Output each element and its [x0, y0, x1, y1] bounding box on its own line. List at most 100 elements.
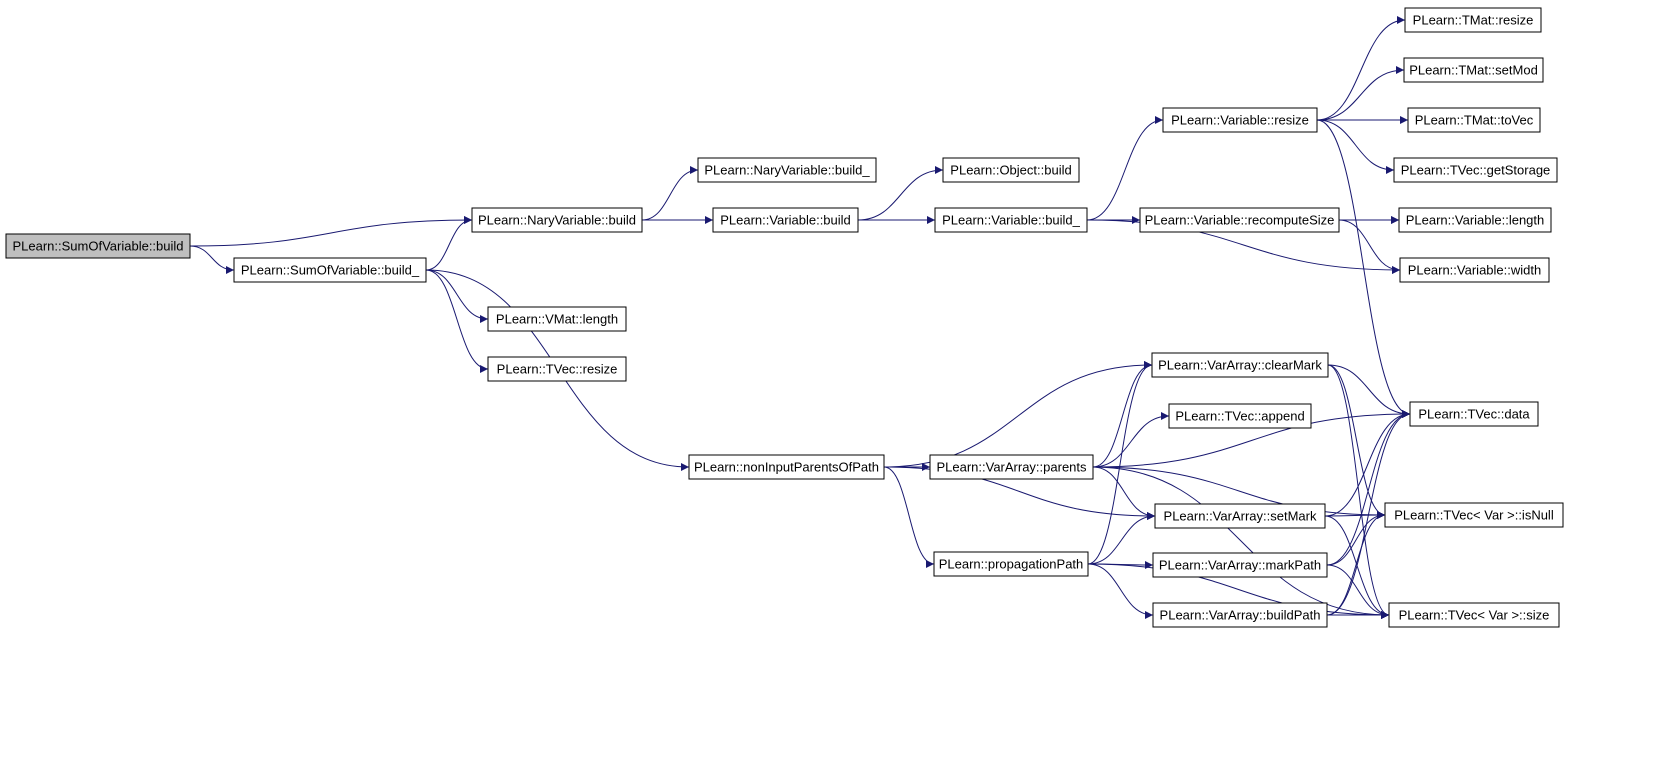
node-label: PLearn::Variable::build	[720, 213, 851, 228]
edge	[1327, 364, 1386, 519]
node-vararray-markpath[interactable]: PLearn::VarArray::markPath	[1152, 552, 1328, 578]
node-label: PLearn::TVec::getStorage	[1401, 163, 1551, 178]
edge-sumofvariable-build-to-naryvariable-build	[189, 216, 473, 247]
edge	[1327, 364, 1390, 619]
edge-noninputparentsofpath-to-vararray-clearmark	[883, 361, 1153, 468]
edge	[1324, 410, 1411, 517]
edge-vararray-parents-to-tvec-var-isnull	[1092, 466, 1386, 519]
edge-vararray-parents-to-tvec-append	[1092, 412, 1170, 468]
edge-vararray-clearmark-to-tvec-var-isnull	[1327, 364, 1386, 519]
node-label: PLearn::VMat::length	[496, 312, 618, 327]
edge-variable-resize-to-tmat-setmod	[1316, 66, 1405, 121]
node-vararray-clearmark[interactable]: PLearn::VarArray::clearMark	[1151, 352, 1329, 378]
edge-variable-build-underscore-to-variable-resize	[1086, 116, 1164, 221]
node-tvec-var-isnull[interactable]: PLearn::TVec< Var >::isNull	[1384, 502, 1564, 528]
node-tmat-resize[interactable]: PLearn::TMat::resize	[1404, 7, 1542, 33]
edge	[1092, 361, 1153, 468]
nodes-layer: PLearn::SumOfVariable::build PLearn::Nar…	[5, 7, 1564, 628]
node-tmat-tovec[interactable]: PLearn::TMat::toVec	[1407, 107, 1541, 133]
edge	[1087, 512, 1156, 565]
edge-sumofvariable-build-underscore-to-vmat-length	[425, 269, 489, 323]
edge-sumofvariable-build-underscore-to-naryvariable-build	[425, 216, 473, 271]
edge	[1092, 410, 1411, 468]
edge	[883, 361, 1153, 468]
edge	[1326, 410, 1411, 566]
edge-vararray-markpath-to-tvec-var-isnull	[1326, 511, 1386, 566]
edge	[425, 269, 489, 323]
edge	[1316, 66, 1405, 121]
edge-propagationpath-to-vararray-setmark	[1087, 512, 1156, 565]
node-variable-build[interactable]: PLearn::Variable::build	[712, 207, 859, 233]
edge-sumofvariable-build-to-sumofvariable-build-underscore	[189, 245, 235, 274]
node-noninputparentsofpath[interactable]: PLearn::nonInputParentsOfPath	[688, 454, 885, 480]
edge-vararray-clearmark-to-tvec-var-size	[1327, 364, 1390, 619]
node-tvec-var-size[interactable]: PLearn::TVec< Var >::size	[1388, 602, 1560, 628]
edge-vararray-markpath-to-tvec-data	[1326, 410, 1411, 566]
edge	[1092, 466, 1390, 619]
edge-vararray-setmark-to-tvec-var-isnull	[1324, 511, 1386, 520]
node-label: PLearn::Variable::resize	[1171, 113, 1309, 128]
node-object-build[interactable]: PLearn::Object::build	[942, 157, 1080, 183]
node-label: PLearn::TMat::setMod	[1409, 63, 1538, 78]
edge	[1092, 466, 1156, 520]
node-label: PLearn::VarArray::markPath	[1159, 558, 1321, 573]
edge-vararray-parents-to-vararray-clearmark	[1092, 361, 1153, 468]
node-vmat-length[interactable]: PLearn::VMat::length	[487, 306, 627, 332]
edge-variable-build-to-object-build	[857, 166, 944, 221]
node-label: PLearn::TVec< Var >::size	[1399, 608, 1550, 623]
node-variable-width[interactable]: PLearn::Variable::width	[1399, 257, 1550, 283]
edge	[1092, 466, 1386, 519]
node-label: PLearn::VarArray::parents	[936, 460, 1087, 475]
node-vararray-setmark[interactable]: PLearn::VarArray::setMark	[1154, 503, 1326, 529]
edge-propagationpath-to-vararray-clearmark	[1087, 361, 1153, 565]
node-naryvariable-build[interactable]: PLearn::NaryVariable::build	[471, 207, 643, 233]
node-variable-resize[interactable]: PLearn::Variable::resize	[1162, 107, 1318, 133]
node-tvec-data[interactable]: PLearn::TVec::data	[1409, 401, 1539, 427]
node-label: PLearn::TVec::data	[1418, 407, 1530, 422]
node-label: PLearn::SumOfVariable::build_	[241, 263, 420, 278]
node-tmat-setmod[interactable]: PLearn::TMat::setMod	[1403, 57, 1544, 83]
edge	[1086, 116, 1164, 221]
edge	[1316, 16, 1406, 121]
node-propagationpath[interactable]: PLearn::propagationPath	[933, 551, 1089, 577]
node-vararray-parents[interactable]: PLearn::VarArray::parents	[929, 454, 1094, 480]
edge-sumofvariable-build-underscore-to-tvec-resize	[425, 269, 489, 373]
edge	[1326, 511, 1386, 566]
edge	[1326, 511, 1386, 616]
node-label: PLearn::Variable::build_	[942, 213, 1081, 228]
edge-naryvariable-build-to-naryvariable-build-underscore	[641, 166, 699, 221]
edge	[641, 166, 699, 221]
node-label: PLearn::Object::build	[950, 163, 1071, 178]
node-label: PLearn::TMat::toVec	[1415, 113, 1534, 128]
node-label: PLearn::nonInputParentsOfPath	[694, 460, 879, 475]
node-variable-recomputesize[interactable]: PLearn::Variable::recomputeSize	[1139, 207, 1340, 233]
edge	[1324, 511, 1386, 520]
node-label: PLearn::VarArray::buildPath	[1160, 608, 1321, 623]
edge	[1087, 361, 1153, 565]
node-vararray-buildpath[interactable]: PLearn::VarArray::buildPath	[1152, 602, 1328, 628]
node-tvec-resize[interactable]: PLearn::TVec::resize	[487, 356, 627, 382]
node-tvec-getstorage[interactable]: PLearn::TVec::getStorage	[1393, 157, 1558, 183]
edge-variable-recomputesize-to-variable-width	[1338, 219, 1401, 274]
node-variable-length[interactable]: PLearn::Variable::length	[1398, 207, 1552, 233]
edge-variable-resize-to-tvec-getstorage	[1316, 119, 1395, 174]
node-variable-build-underscore[interactable]: PLearn::Variable::build_	[934, 207, 1088, 233]
node-label: PLearn::VarArray::clearMark	[1158, 358, 1322, 373]
node-sumofvariable-build-underscore[interactable]: PLearn::SumOfVariable::build_	[233, 257, 427, 283]
node-label: PLearn::TVec< Var >::isNull	[1394, 508, 1554, 523]
node-tvec-append[interactable]: PLearn::TVec::append	[1168, 403, 1312, 429]
edge	[1092, 412, 1170, 468]
node-label: PLearn::propagationPath	[939, 557, 1084, 572]
node-label: PLearn::NaryVariable::build	[478, 213, 636, 228]
edge	[189, 245, 235, 274]
edge-vararray-clearmark-to-tvec-data	[1327, 364, 1411, 418]
node-label: PLearn::TVec::resize	[497, 362, 618, 377]
edge	[1087, 563, 1390, 619]
edge	[1316, 119, 1395, 174]
node-naryvariable-build-underscore[interactable]: PLearn::NaryVariable::build_	[697, 157, 877, 183]
node-sumofvariable-build[interactable]: PLearn::SumOfVariable::build	[5, 233, 191, 259]
node-label: PLearn::NaryVariable::build_	[704, 163, 870, 178]
edge	[857, 166, 944, 221]
edge	[425, 269, 489, 373]
